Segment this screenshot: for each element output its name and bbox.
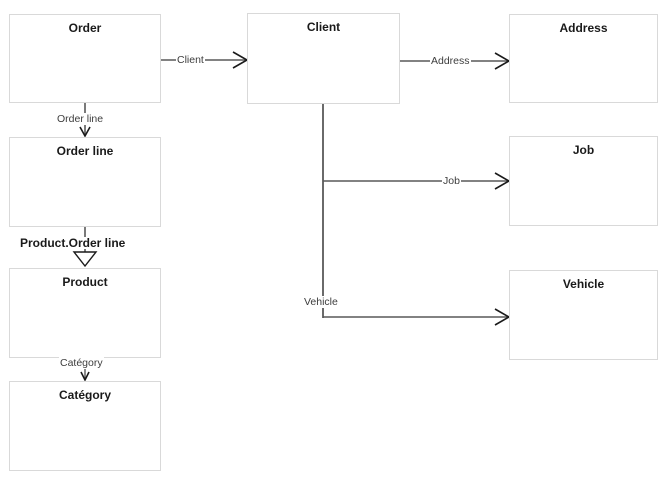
entity-title: Address [559, 21, 608, 35]
entity-title: Order line [56, 144, 114, 158]
edge-label-client-address: Address [430, 55, 471, 67]
entity-box-client[interactable]: Client [247, 13, 400, 104]
entity-box-product[interactable]: Product [9, 268, 161, 358]
entity-box-vehicle[interactable]: Vehicle [509, 270, 658, 360]
edge-label-client-vehicle: Vehicle [303, 296, 339, 308]
edge-label-order-orderline: Order line [56, 113, 105, 125]
entity-box-address[interactable]: Address [509, 14, 658, 103]
entity-title: Vehicle [562, 277, 605, 291]
edge-label-order-client: Client [176, 54, 205, 66]
entity-title: Catégory [58, 388, 111, 402]
connector-client-vehicle [323, 308, 511, 326]
entity-title: Product [62, 275, 108, 289]
entity-box-categorie[interactable]: Catégory [9, 381, 161, 471]
edge-label-orderline-product: Product.Order line [19, 236, 127, 250]
entity-box-job[interactable]: Job [509, 136, 658, 226]
entity-box-order-line[interactable]: Order line [9, 137, 161, 227]
entity-box-order[interactable]: Order [9, 14, 161, 103]
edge-label-client-job: Job [442, 175, 461, 187]
entity-title: Order [68, 21, 102, 35]
edge-label-product-categorie: Catégory [59, 357, 104, 369]
entity-title: Client [306, 20, 341, 34]
entity-title: Job [572, 143, 595, 157]
connector-client-job [323, 172, 511, 190]
